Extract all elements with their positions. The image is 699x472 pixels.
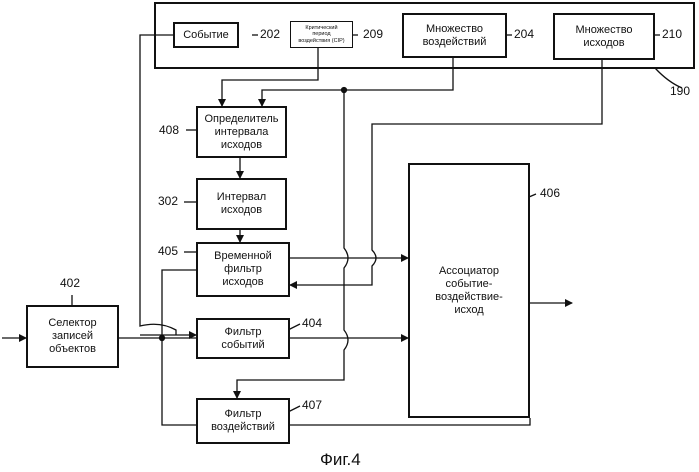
ref-407: 407	[302, 398, 322, 412]
figure-caption: Фиг.4	[320, 450, 361, 470]
event-block: Событие	[173, 22, 239, 48]
ref-302: 302	[158, 194, 178, 208]
temporal-outcome-filter-block: Временной фильтр исходов	[196, 242, 290, 297]
ref-408: 408	[159, 123, 179, 137]
record-selector-block: Селектор записей объектов	[26, 305, 119, 368]
outcome-set-block: Множество исходов	[553, 13, 655, 60]
ref-209: 209	[363, 27, 383, 41]
ref-404: 404	[302, 316, 322, 330]
ref-402: 402	[60, 276, 80, 290]
ref-204: 204	[514, 27, 534, 41]
ref-405: 405	[158, 244, 178, 258]
ref-202: 202	[260, 27, 280, 41]
ref-190: 190	[670, 84, 690, 98]
wire-actions-to-determiner	[262, 58, 453, 106]
wire-cip-to-determiner	[222, 47, 318, 106]
interval-determiner-block: Определитель интервала исходов	[196, 106, 287, 158]
action-set-block: Множество воздействий	[402, 13, 507, 58]
wire-selector-to-temporal	[162, 270, 196, 338]
ref-406: 406	[540, 186, 560, 200]
interval-block: Интервал исходов	[196, 178, 287, 230]
cip-block: Критический период воздействия (CIP)	[290, 21, 353, 48]
wire-action-filter-to-associator	[290, 418, 530, 425]
ref-210: 210	[662, 27, 682, 41]
wire-selector-to-action-filter	[162, 338, 196, 425]
associator-block: Ассоциатор событие- воздействие- исход	[408, 163, 530, 418]
event-filter-block: Фильтр событий	[196, 318, 290, 359]
wire-event-to-event-filter	[140, 35, 176, 335]
action-filter-block: Фильтр воздействий	[196, 398, 290, 444]
